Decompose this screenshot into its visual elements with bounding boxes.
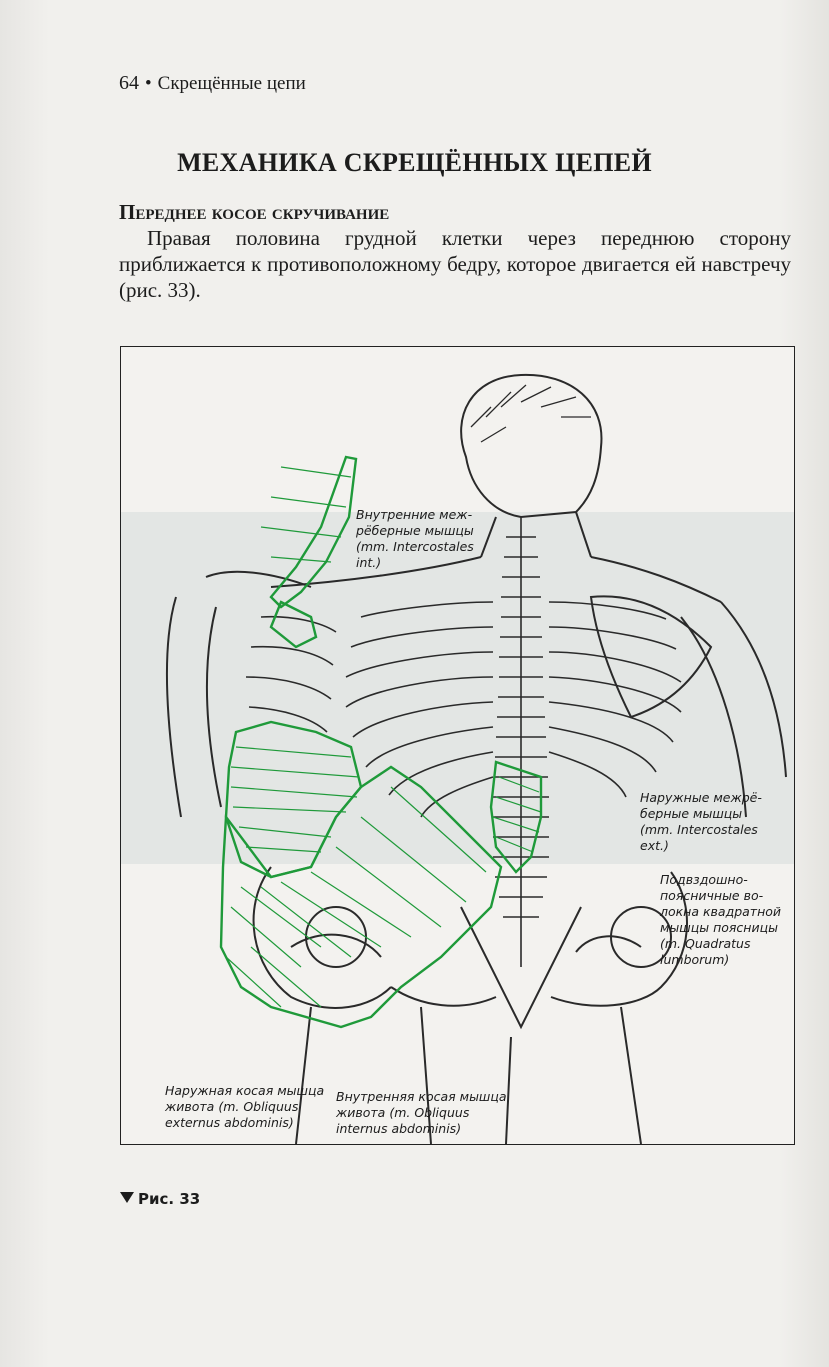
subsection-title: Переднее косое скручивание xyxy=(119,200,390,224)
label-intercostales-ext: Наружные межрё- берные мышцы (mm. Interc… xyxy=(640,790,762,853)
rib-cage-right xyxy=(548,601,682,798)
bleed-through-text: — — xyxy=(560,160,599,179)
muscle-intercostales-ext xyxy=(489,760,543,874)
section-title: МЕХАНИКА СКРЕЩЁННЫХ ЦЕПЕЙ xyxy=(177,148,652,177)
page-number: 64 xyxy=(119,72,139,94)
left-clavicle xyxy=(205,570,312,588)
left-arm xyxy=(165,596,222,818)
caption-text: Рис. 33 xyxy=(138,1190,201,1208)
body-paragraph: Правая половина грудной клетки через пер… xyxy=(119,226,791,302)
muscle-obliquus-externus xyxy=(224,720,363,879)
running-header: 64 •Скрещённые цепи xyxy=(119,72,306,95)
muscle-intercostales-int-lower xyxy=(269,600,318,649)
head-outline xyxy=(460,373,603,519)
neck-outline xyxy=(480,511,592,558)
spine xyxy=(493,517,549,967)
rib-cage-far-left xyxy=(245,615,337,733)
figure-caption: Рис. 33 xyxy=(120,1190,200,1208)
right-scapula xyxy=(589,595,713,719)
caption-triangle-icon xyxy=(120,1192,134,1203)
pelvis xyxy=(252,866,688,1030)
right-arm xyxy=(680,601,787,818)
anatomy-illustration xyxy=(165,373,787,1144)
label-quadratus-lumborum: Подвздошно- поясничные во- локна квадрат… xyxy=(660,872,782,967)
label-obliquus-internus: Внутренняя косая мышца живота (m. Obliqu… xyxy=(336,1089,507,1136)
running-title: Скрещённые цепи xyxy=(157,73,306,94)
legs xyxy=(295,1006,642,1144)
label-obliquus-externus: Наружная косая мышца живота (m. Obliquus… xyxy=(165,1083,325,1130)
header-separator: • xyxy=(145,73,152,94)
label-intercostales-int: Внутренние меж- рёберные мышцы (mm. Inte… xyxy=(356,507,474,570)
hair-lines xyxy=(470,384,591,443)
muscle-intercostales-int xyxy=(269,455,358,609)
rib-cage-left xyxy=(345,601,494,818)
figure-33: Внутренние меж- рёберные мышцы (mm. Inte… xyxy=(120,346,795,1145)
muscle-hatching xyxy=(225,466,542,1008)
back-outline xyxy=(270,556,722,603)
